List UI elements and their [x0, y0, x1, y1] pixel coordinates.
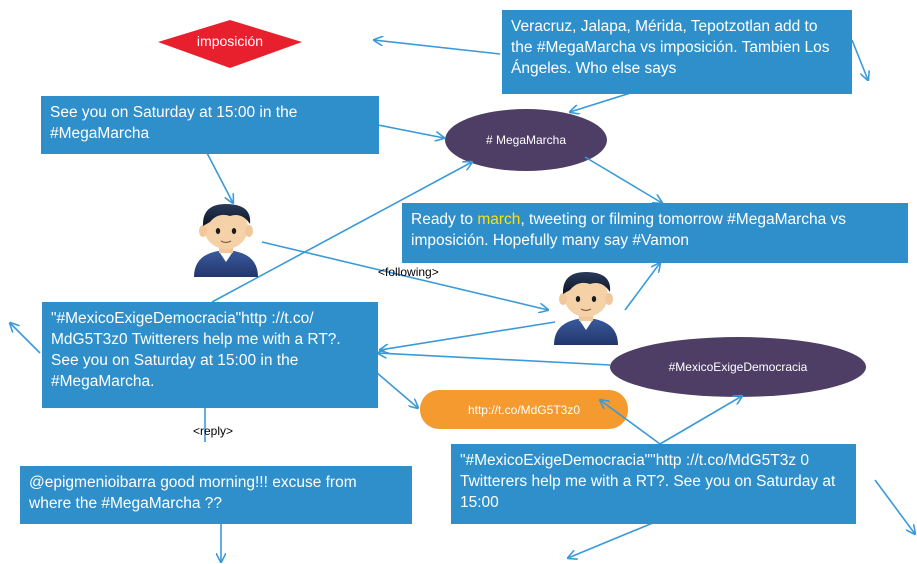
arrow-right-to-mexico — [659, 396, 742, 445]
mexico-oval — [610, 337, 866, 397]
arrow-left-to-megamarcha — [211, 162, 472, 303]
edge-label-following: <following> — [378, 265, 439, 279]
user-icon — [194, 204, 258, 277]
tweet-epigmenio: @epigmenioibarra good morning!!! excuse … — [20, 466, 412, 524]
tweet-see-you: See you on Saturday at 15:00 in the #Meg… — [41, 96, 379, 154]
arrow-megamarcha-to-ready — [584, 156, 662, 203]
user-icon — [554, 272, 618, 345]
tweet-ready-text-2: , tweeting or filming tomorrow #MegaMarc… — [411, 211, 847, 249]
imposicion-label: imposición — [196, 33, 264, 49]
imposicion-diamond — [158, 20, 302, 68]
arrow-user2-to-left — [380, 321, 556, 350]
arrow-left-out — [10, 323, 41, 354]
url-oval — [420, 390, 628, 429]
arrow-left-to-url — [375, 371, 418, 408]
arrow-veracruz-out — [851, 39, 868, 80]
arrow-seeyou-to-megamarcha — [377, 124, 444, 138]
arrow-right-down — [568, 519, 661, 558]
tweet-ready-text-1: Ready to — [411, 211, 478, 228]
megamarcha-label: # MegaMarcha — [485, 133, 567, 147]
tweet-ready: Ready to march, tweeting or filming tomo… — [402, 203, 908, 263]
arrow-mexico-to-left — [378, 353, 611, 366]
mexico-label: #MexicoExigeDemocracia — [668, 360, 808, 374]
arrow-user2-to-ready — [624, 263, 660, 311]
arrow-right-to-url — [600, 400, 661, 445]
edge-label-reply: <reply> — [193, 424, 234, 438]
arrow-right-out — [874, 479, 915, 534]
arrow-seeyou-to-user1 — [206, 152, 233, 203]
tweet-mexico-left: "#MexicoExigeDemocracia"http ://t.co/ Md… — [42, 302, 378, 408]
tweet-veracruz: Veracruz, Jalapa, Mérida, Tepotzotlan ad… — [502, 10, 852, 94]
megamarcha-oval — [445, 109, 607, 171]
url-label: http://t.co/MdG5T3z0 — [467, 402, 581, 417]
tweet-mexico-right: "#MexicoExigeDemocracia""http ://t.co/Md… — [451, 444, 856, 524]
arrow-user1-following-user2 — [261, 241, 548, 310]
tweet-ready-highlight: march — [477, 211, 521, 228]
arrow-veracruz-to-imposicion — [374, 40, 501, 55]
